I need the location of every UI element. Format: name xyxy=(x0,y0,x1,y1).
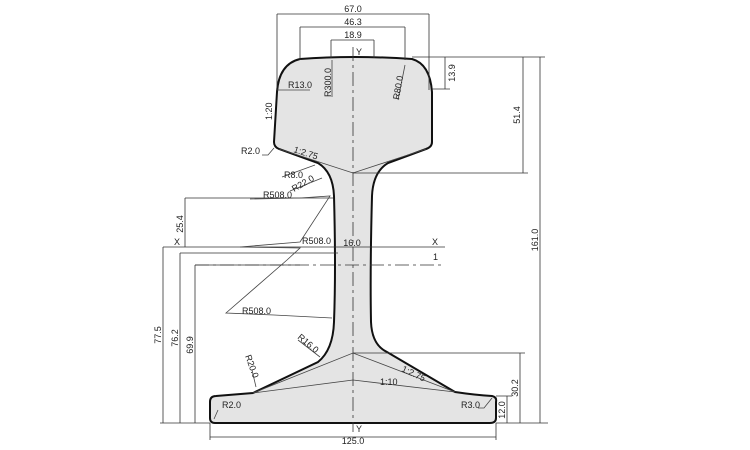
dim-h-77-5: 77.5 xyxy=(153,326,163,344)
radius-r2-foot: R2.0 xyxy=(222,400,241,410)
x-axis-label-right: X xyxy=(432,237,438,247)
radius-r508-c: R508.0 xyxy=(242,306,271,316)
radius-r300: R300.0 xyxy=(323,68,333,97)
dim-h-76-2: 76.2 xyxy=(170,329,180,347)
line-1-label: 1 xyxy=(433,252,438,262)
radius-r13: R13.0 xyxy=(288,80,312,90)
dim-base-width: 125.0 xyxy=(342,436,365,446)
radius-r508-b: R508.0 xyxy=(302,236,331,246)
radius-r508-a: R508.0 xyxy=(263,190,292,200)
dim-head-side-height: 13.9 xyxy=(447,64,457,82)
dim-crown-flat: 18.9 xyxy=(344,30,362,40)
y-axis-label-top: Y xyxy=(356,47,362,57)
slope-foot-inner: 1:10 xyxy=(380,377,398,387)
slope-head-side: 1:20 xyxy=(264,102,274,120)
radius-r2-head: R2.0 xyxy=(241,146,260,156)
dim-head-width: 67.0 xyxy=(344,4,362,14)
dim-foot-edge: 12.0 xyxy=(497,401,507,419)
dim-h-25-4: 25.4 xyxy=(175,215,185,233)
dim-crown-width: 46.3 xyxy=(344,17,362,27)
radius-r3: R3.0 xyxy=(461,400,480,410)
radius-r80: R80.0 xyxy=(391,75,405,100)
radius-r8: R8.0 xyxy=(284,170,303,180)
dim-head-height: 51.4 xyxy=(512,106,522,124)
radius-r20: R20.0 xyxy=(243,353,261,379)
dim-line-base xyxy=(209,423,497,440)
radius-r16: R16.0 xyxy=(296,332,321,355)
dim-h-69-9: 69.9 xyxy=(185,336,195,354)
radius-leaders xyxy=(213,60,493,420)
dim-total-height: 161.0 xyxy=(530,229,540,252)
dim-lines-right xyxy=(353,56,548,424)
dim-lines-top xyxy=(276,13,430,90)
dim-web-thickness: 16.0 xyxy=(343,238,361,248)
x-axis-label-left: X xyxy=(174,237,180,247)
dim-lines-left xyxy=(160,197,338,424)
dim-foot-height: 30.2 xyxy=(510,379,520,397)
y-axis-label-bottom: Y xyxy=(356,424,362,434)
